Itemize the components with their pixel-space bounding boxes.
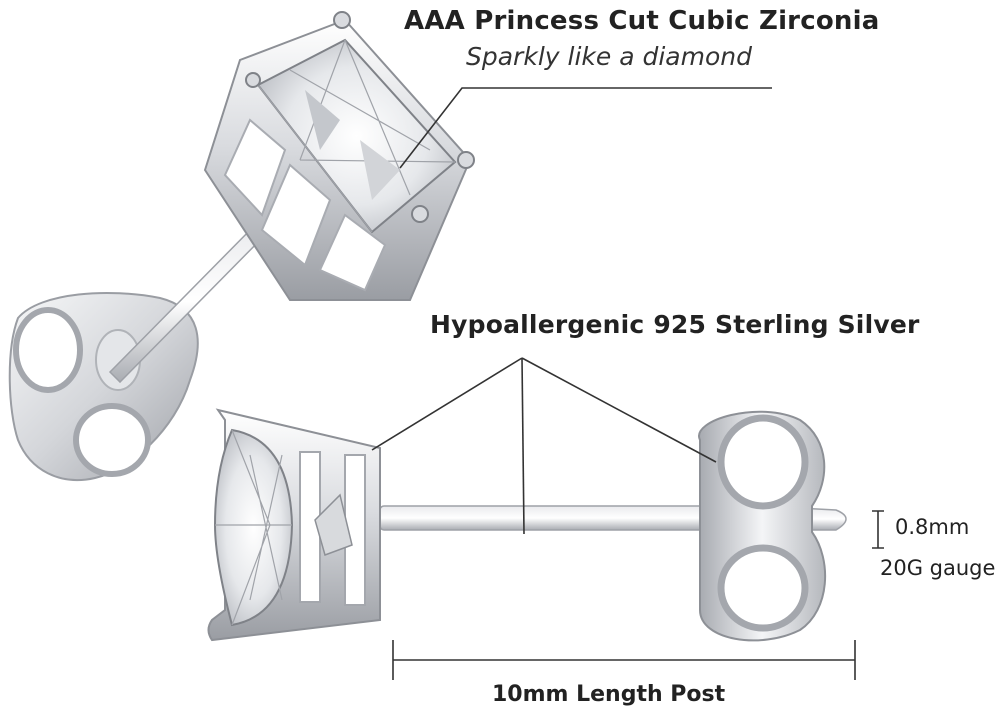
stone-title: AAA Princess Cut Cubic Zirconia [404,6,880,36]
post-length-label: 10mm Length Post [492,682,726,707]
post-diameter-label: 0.8mm [895,515,970,539]
prongs-angled [245,11,475,223]
round-gem-side [213,428,353,627]
pointer-lines-metal [371,357,717,535]
butterfly-back-side [698,410,827,642]
diameter-bracket [872,510,884,549]
stone-subtitle: Sparkly like a diamond [466,42,752,71]
princess-cut-gem [256,38,457,234]
pointer-line-stone [399,87,772,169]
post-gauge-label: 20G gauge [880,556,996,580]
metal-title: Hypoallergenic 925 Sterling Silver [430,310,920,339]
length-bracket [392,640,856,680]
earring-side-view [207,357,884,680]
earring-angled-view [8,11,772,482]
